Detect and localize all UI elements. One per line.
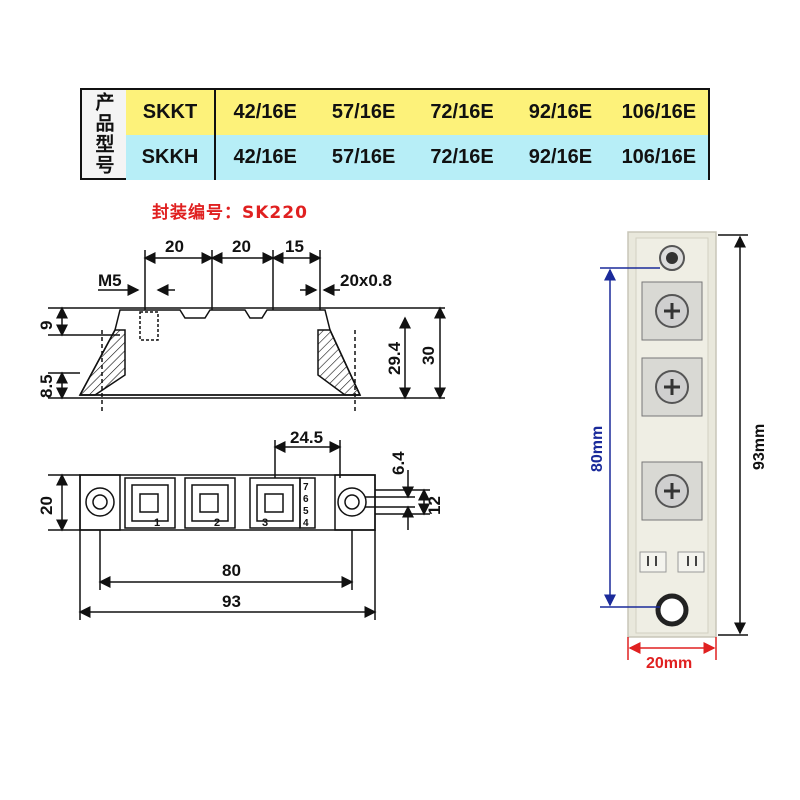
dim-93: 93 xyxy=(222,592,241,611)
dim-9: 9 xyxy=(37,321,56,330)
photo-dimension-80 xyxy=(600,267,660,608)
aux-pin-number: 4 xyxy=(303,518,309,529)
dim-29-4: 29.4 xyxy=(385,341,404,375)
model-cell: 92/16E xyxy=(528,146,593,168)
dim-20-b: 20 xyxy=(232,237,251,256)
model-cell: 42/16E xyxy=(233,146,297,168)
photo-dim-80mm: 80mm xyxy=(589,426,606,472)
model-cell: 72/16E xyxy=(430,101,494,123)
dim-24-5: 24.5 xyxy=(290,428,323,447)
model-cell: 57/16E xyxy=(331,101,396,123)
model-cell: 92/16E xyxy=(528,101,593,123)
dim-terminal: 20x0.8 xyxy=(340,271,392,290)
table-row-skkh: SKKH 42/16E 57/16E 72/16E 92/16E 106/16E xyxy=(126,135,708,180)
product-model-table: 产品型号 SKKT 42/16E 57/16E 72/16E 92/16E 10… xyxy=(80,88,710,180)
aux-pin-number: 7 xyxy=(303,482,309,493)
photo-dimension-93 xyxy=(718,234,748,636)
aux-pin-number: 6 xyxy=(303,494,309,505)
photo-dim-20mm: 20mm xyxy=(646,655,692,672)
model-cell: 106/16E xyxy=(621,146,697,168)
photo-dimension-20 xyxy=(627,637,717,660)
right-mount-tab xyxy=(334,474,376,531)
dim-20-a: 20 xyxy=(165,237,184,256)
dim-m5: M5 xyxy=(98,271,122,290)
dim-30: 30 xyxy=(419,346,438,365)
terminal-number: 3 xyxy=(262,517,268,529)
base-right-hatch xyxy=(317,329,362,396)
aux-pin-number: 5 xyxy=(303,506,309,517)
model-cell: 57/16E xyxy=(331,146,396,168)
screw-terminal-2 xyxy=(641,357,703,417)
dim-8-5: 8.5 xyxy=(37,374,56,398)
top-view-drawing xyxy=(48,440,430,620)
series-name: SKKH xyxy=(126,135,216,180)
terminal-number: 1 xyxy=(154,517,160,529)
dim-80: 80 xyxy=(222,561,241,580)
dim-15: 15 xyxy=(285,237,304,256)
module-photo xyxy=(627,231,717,638)
model-cell: 106/16E xyxy=(621,101,697,123)
series-name: SKKT xyxy=(126,90,216,135)
model-cell: 72/16E xyxy=(430,146,494,168)
dim-6-4: 6.4 xyxy=(389,451,408,475)
package-code: 封装编号：SK220 xyxy=(152,203,308,223)
side-view-drawing xyxy=(48,250,446,412)
screw-hole-dashed xyxy=(139,311,159,341)
module-outline xyxy=(78,309,362,396)
terminal-number: 2 xyxy=(214,517,220,529)
screw-terminal-1 xyxy=(641,281,703,341)
dim-12: 12 xyxy=(425,496,444,515)
model-cell: 42/16E xyxy=(233,101,297,123)
dim-20-width: 20 xyxy=(37,496,56,515)
base-left-hatch xyxy=(78,329,126,396)
photo-dim-93mm: 93mm xyxy=(751,424,768,470)
table-row-skkt: SKKT 42/16E 57/16E 72/16E 92/16E 106/16E xyxy=(126,90,708,136)
screw-terminal-3 xyxy=(641,461,703,521)
